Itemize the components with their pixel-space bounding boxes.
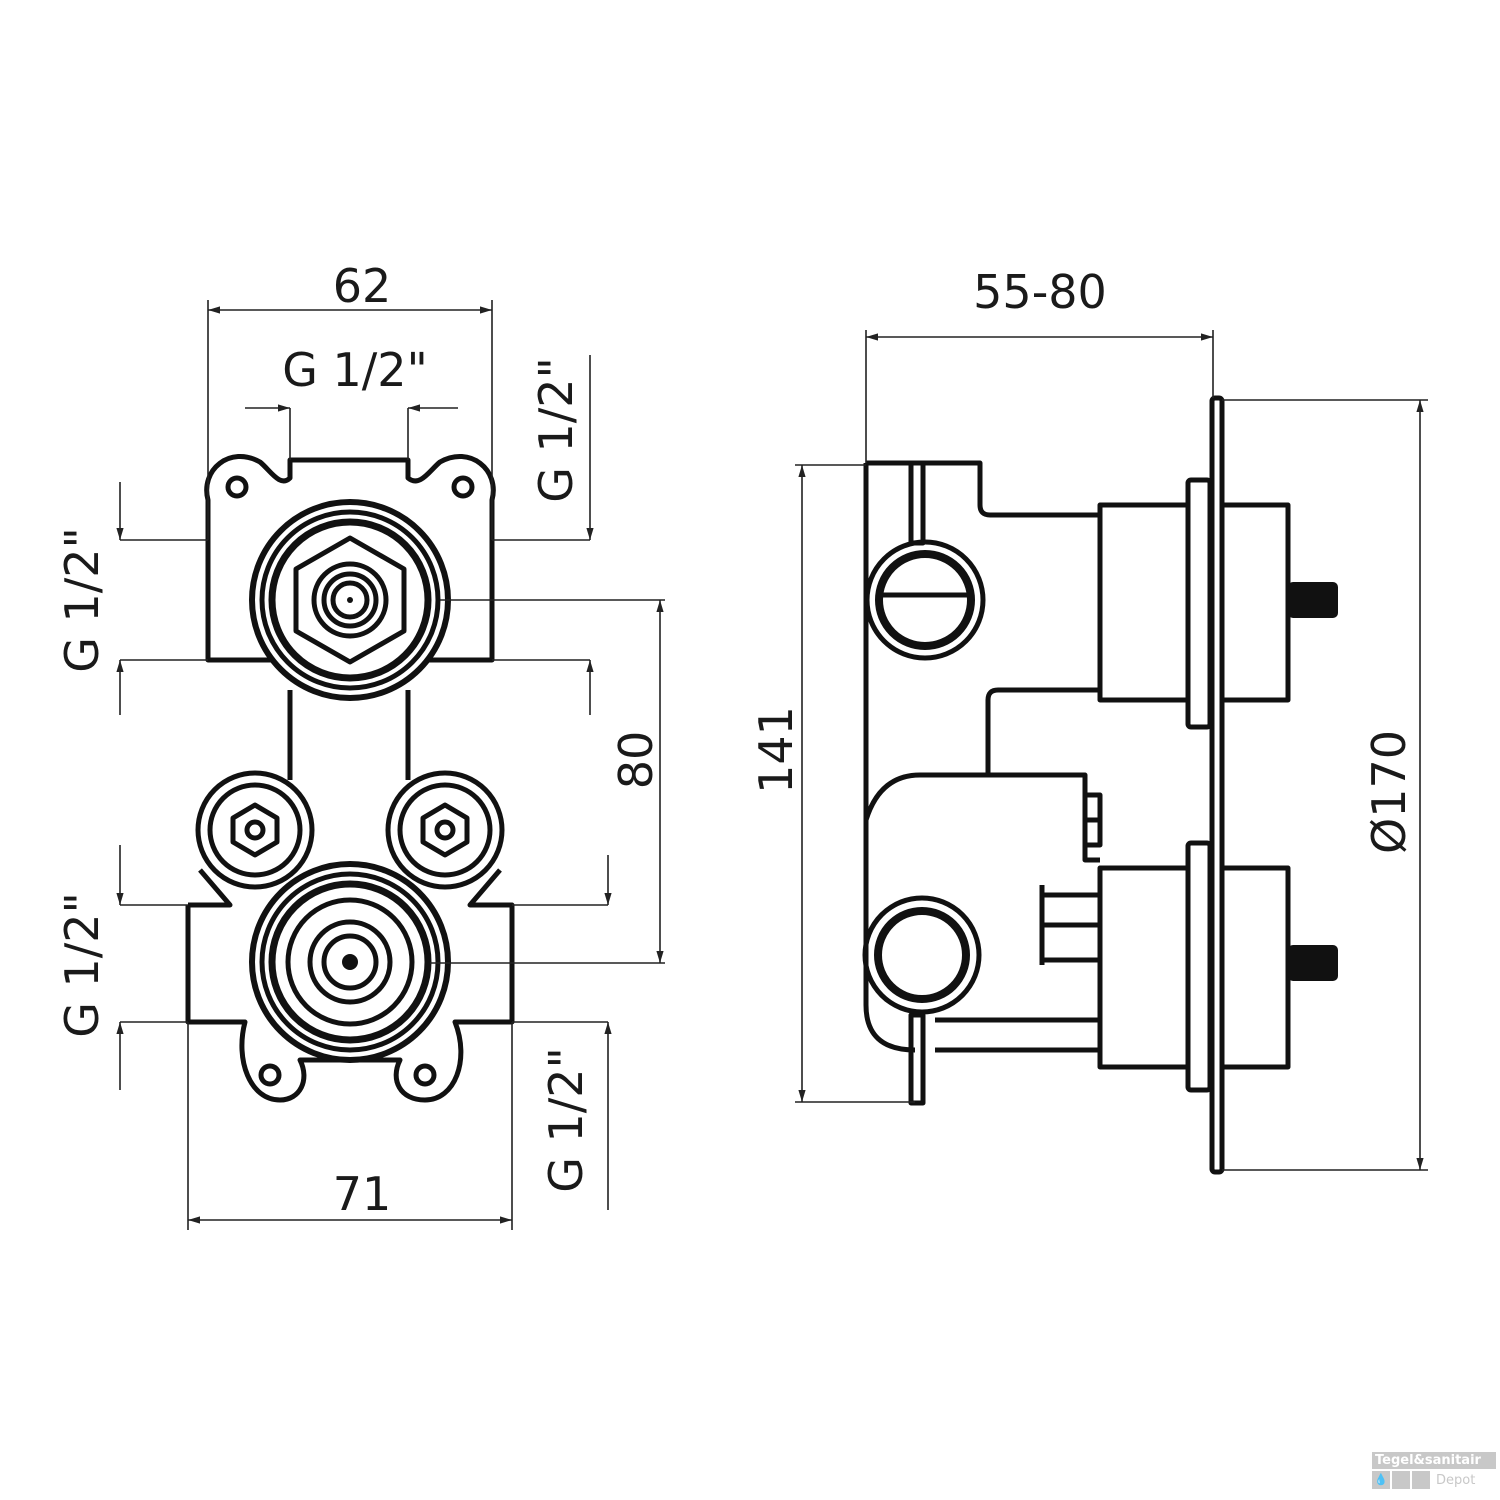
watermark-line2: Depot bbox=[1436, 1472, 1476, 1488]
dim-80: 80 bbox=[609, 731, 663, 790]
watermark-logo: Tegel&sanitair 💧 Depot bbox=[1372, 1452, 1496, 1489]
bottom-body-outline bbox=[185, 868, 515, 1103]
spindle bbox=[1288, 945, 1338, 981]
dim-diameter-170: Ø170 bbox=[1362, 730, 1416, 854]
upper-port bbox=[864, 539, 986, 661]
dim-71: 71 bbox=[333, 1167, 392, 1221]
mount-hole bbox=[225, 475, 249, 499]
hex-nut bbox=[293, 535, 407, 665]
left-stop-valve bbox=[195, 770, 315, 890]
side-view: 55-80 141 Ø170 bbox=[749, 265, 1428, 1175]
dim-depth: 55-80 bbox=[973, 265, 1107, 319]
watermark-line1: Tegel&sanitair bbox=[1372, 1452, 1496, 1469]
drop-icon: 💧 bbox=[1372, 1471, 1390, 1489]
front-view: 62 G 1/2" G 1/2" G 1/2" 80 G 1/2" G 1/2"… bbox=[55, 259, 665, 1230]
cover-plate bbox=[1209, 395, 1225, 1175]
spindle bbox=[1288, 582, 1338, 618]
dim-inlet-top: G 1/2" bbox=[282, 343, 427, 397]
dim-right-bottom-thread: G 1/2" bbox=[539, 1047, 593, 1192]
mount-hole bbox=[258, 1063, 282, 1087]
upper-cartridge bbox=[1097, 477, 1338, 730]
lower-port bbox=[862, 895, 982, 1015]
dim-left-top-thread: G 1/2" bbox=[55, 527, 109, 672]
lower-cartridge bbox=[1097, 840, 1338, 1093]
dim-141: 141 bbox=[749, 706, 803, 794]
mount-hole bbox=[451, 475, 475, 499]
right-stop-valve bbox=[385, 770, 505, 890]
mount-hole bbox=[413, 1063, 437, 1087]
dim-right-top-thread: G 1/2" bbox=[529, 357, 583, 502]
dim-62: 62 bbox=[333, 259, 392, 313]
dim-left-bottom-thread: G 1/2" bbox=[55, 892, 109, 1037]
valve-body-outline bbox=[863, 460, 1100, 1053]
